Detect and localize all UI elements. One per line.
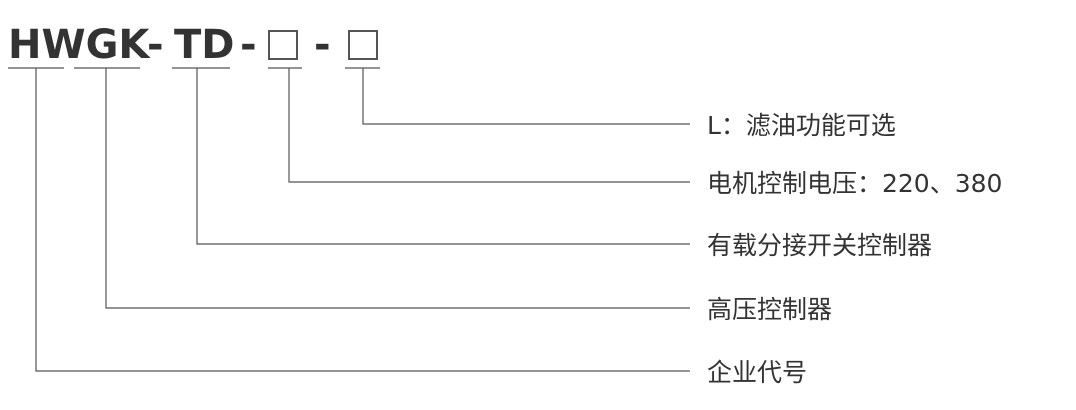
connector-tap-changer [196, 68, 690, 245]
code-separator-3: - [314, 22, 331, 68]
label-filter-option: L：滤油功能可选 [707, 111, 896, 140]
code-separator-1: - [147, 22, 164, 68]
code-prefix-hwgk: HWGK [8, 22, 150, 68]
connector-filter [362, 68, 690, 125]
label-tap-changer-controller: 有载分接开关控制器 [707, 231, 933, 260]
connector-voltage [288, 68, 690, 183]
voltage-option-box [268, 30, 298, 60]
label-high-voltage-controller: 高压控制器 [707, 295, 833, 324]
connector-hv-controller [105, 68, 690, 309]
code-part-td: TD [174, 22, 235, 68]
label-company-code: 企业代号 [707, 358, 808, 387]
code-separator-2: - [240, 22, 257, 68]
filter-option-box [348, 30, 378, 60]
label-motor-voltage: 电机控制电压：220、380 [707, 169, 1003, 198]
connector-company [35, 68, 690, 372]
